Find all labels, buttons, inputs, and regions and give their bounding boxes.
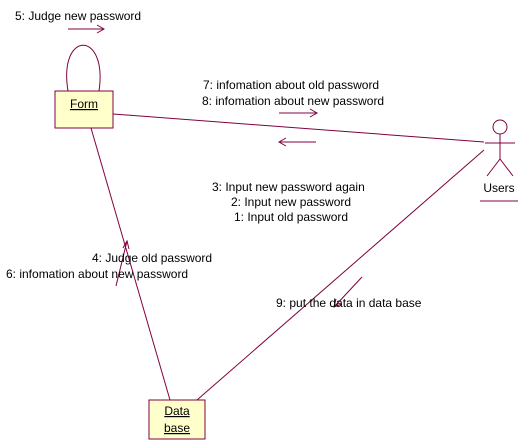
- arrow-message-4-6: [115, 239, 130, 287]
- link-database-users: [196, 149, 485, 401]
- message-8: 8: infomation about new password: [202, 94, 384, 108]
- arrow-message-1-2-3: [277, 137, 316, 147]
- message-2: 2: Input new password: [231, 195, 351, 209]
- users-label: Users: [483, 181, 514, 195]
- arrow-message-5: [68, 24, 106, 34]
- users-actor[interactable]: Users: [480, 119, 518, 202]
- message-9: 9: put the data in data base: [276, 296, 422, 310]
- form-object[interactable]: Form: [54, 90, 114, 129]
- arrow-message-9: [333, 276, 363, 308]
- database-label-line1: Data: [164, 404, 190, 418]
- message-4: 4: Judge old password: [92, 251, 212, 265]
- database-object[interactable]: Data base: [148, 399, 206, 440]
- link-form-database: [90, 127, 171, 401]
- message-1: 1: Input old password: [234, 210, 348, 224]
- message-7: 7: infomation about old password: [203, 78, 379, 92]
- database-label-line2: base: [164, 421, 190, 435]
- self-loop-form: [66, 44, 101, 92]
- actor-icon: [485, 119, 515, 177]
- form-label: Form: [70, 97, 98, 111]
- message-3: 3: Input new password again: [212, 180, 365, 194]
- message-5: 5: Judge new password: [15, 9, 141, 23]
- link-form-users: [112, 113, 485, 143]
- message-6: 6: infomation about new password: [6, 267, 188, 281]
- arrow-message-7-8: [279, 108, 319, 118]
